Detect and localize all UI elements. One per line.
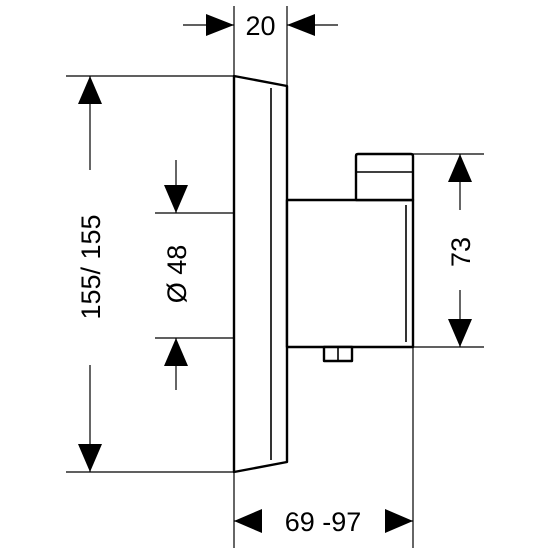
arrow-right-bottom — [448, 319, 472, 347]
cover-plate — [232, 74, 289, 474]
dimension-bottom-depth: 69 -97 — [234, 507, 413, 537]
dim-label-top-width: 20 — [245, 11, 275, 41]
dim-label-diameter: Ø 48 — [162, 245, 192, 304]
dimension-right-height: 73 — [446, 154, 476, 347]
dim-label-overall-height: 155/ 155 — [76, 214, 106, 319]
valve-handle — [354, 152, 415, 202]
arrow-diameter-bottom — [164, 338, 188, 366]
dimension-top-width: 20 — [183, 11, 338, 41]
valve-part — [232, 74, 415, 474]
extension-lines — [66, 6, 484, 548]
arrow-right-top — [448, 154, 472, 182]
dimension-diameter: Ø 48 — [162, 160, 192, 390]
arrow-height-top — [78, 76, 102, 104]
dim-label-right-height: 73 — [446, 237, 476, 267]
arrow-bottom-left — [234, 509, 262, 533]
arrow-top-right — [287, 14, 315, 36]
dimension-overall-height: 155/ 155 — [76, 76, 106, 472]
valve-body — [285, 198, 415, 349]
arrow-height-bottom — [78, 444, 102, 472]
dim-label-bottom-depth: 69 -97 — [285, 507, 362, 537]
arrow-bottom-right — [385, 509, 413, 533]
arrow-top-left — [206, 14, 234, 36]
arrow-diameter-top — [164, 185, 188, 213]
